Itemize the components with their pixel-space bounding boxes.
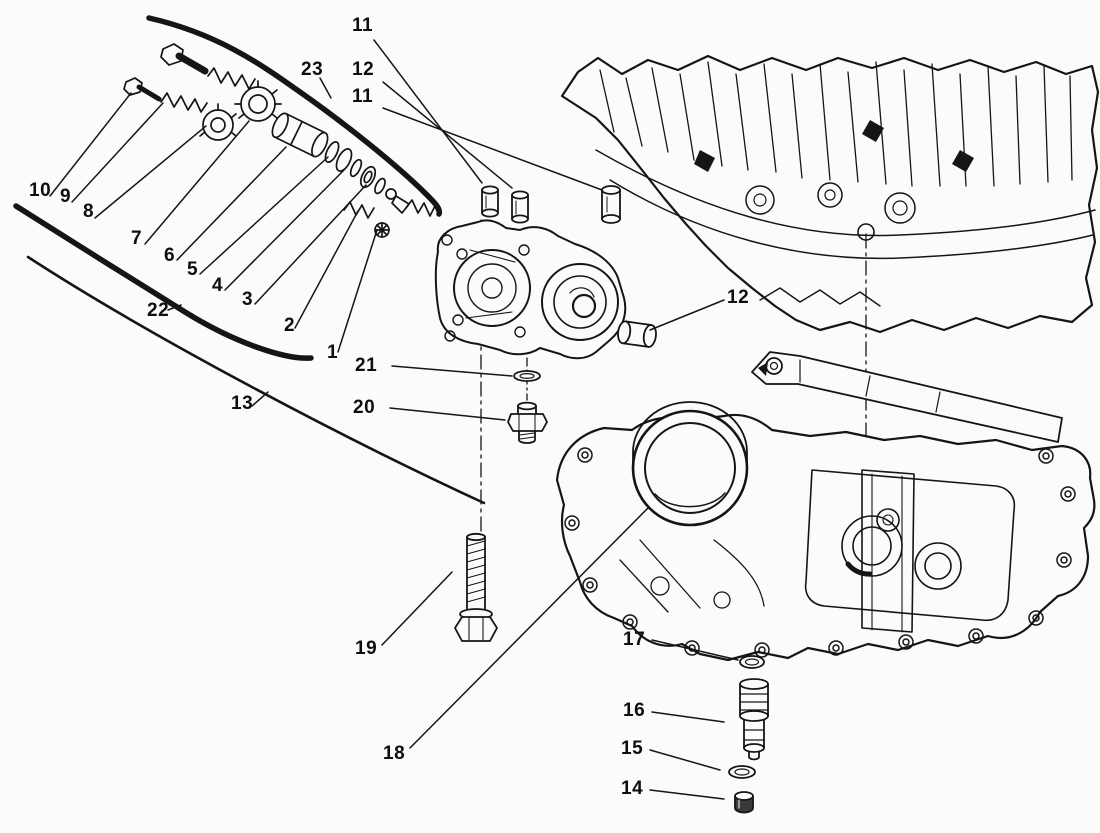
leader-10 (49, 92, 132, 197)
callout-3: 3 (242, 289, 254, 310)
leader-2 (294, 210, 359, 329)
pump-bore (571, 293, 597, 319)
callout-21: 21 (355, 355, 378, 376)
upper-case (560, 54, 1100, 334)
bushings-top (481, 185, 621, 224)
callout-6: 6 (164, 245, 176, 266)
leader-lines (49, 39, 739, 800)
leader-17 (651, 639, 739, 661)
leader-21 (391, 365, 513, 377)
callout-13: 13 (231, 393, 254, 414)
leader-1 (337, 229, 378, 353)
callout-10: 10 (29, 180, 52, 201)
leader-8 (94, 125, 207, 219)
o-ring-15 (728, 765, 756, 779)
valve-piston (271, 112, 329, 158)
callout-14: 14 (621, 778, 644, 799)
pump-rotor (453, 249, 531, 327)
bolt-head-small (123, 77, 143, 96)
case-arm (751, 351, 1063, 443)
bushing (481, 185, 499, 218)
regulator-valve-16 (739, 678, 769, 761)
regulator-stack (728, 655, 769, 814)
leader-16 (651, 711, 725, 723)
callout-9: 9 (60, 186, 72, 207)
cover-ribs (619, 539, 765, 613)
dowel-boss (857, 223, 875, 241)
oil-pump-assembly (434, 219, 657, 360)
washer (349, 158, 363, 178)
callout-4: 4 (212, 275, 224, 296)
splined-cap (240, 86, 276, 122)
callout-15: 15 (621, 738, 644, 759)
check-ball (385, 188, 397, 200)
bolt-holes (564, 447, 1076, 658)
spring (405, 199, 440, 217)
leader-12-top (382, 81, 513, 189)
callout-11-top: 11 (352, 15, 374, 36)
case-bolt-19 (454, 532, 498, 642)
retainer-disc (202, 109, 234, 141)
callout-20: 20 (353, 397, 376, 418)
callout-8: 8 (83, 201, 95, 222)
callout-12-top: 12 (352, 59, 375, 80)
leader-9 (71, 102, 164, 203)
long-rod-upper (146, 15, 443, 217)
leader-14 (649, 789, 725, 800)
leader-11-second (382, 107, 603, 191)
cooling-fins (599, 61, 1073, 187)
pump-boss (541, 263, 619, 341)
leader-3 (254, 184, 367, 305)
leader-4 (224, 169, 345, 291)
callout-2: 2 (284, 315, 296, 336)
o-ring-17 (739, 655, 765, 669)
washer-small (374, 177, 386, 195)
leader-20 (389, 407, 506, 421)
leader-15 (649, 749, 721, 771)
leader-5 (199, 156, 329, 275)
valve-cone (391, 195, 410, 214)
washer (335, 148, 353, 172)
callout-12-right: 12 (727, 287, 750, 308)
long-rod-bottom (26, 255, 486, 505)
case-cover (555, 401, 1096, 662)
leader-6 (176, 146, 287, 261)
pressure-plug-20 (507, 401, 548, 444)
spring (207, 67, 256, 90)
long-rod-lower (13, 203, 314, 361)
spring (160, 92, 208, 113)
leader-7 (144, 120, 250, 245)
callout-22: 22 (147, 300, 170, 321)
bushing (511, 190, 529, 224)
leader-23 (319, 77, 332, 99)
leader-18 (409, 507, 649, 749)
leader-19 (381, 571, 453, 646)
callout-1: 1 (327, 342, 339, 363)
leader-11-top (373, 39, 483, 184)
callout-11-second: 11 (352, 86, 374, 107)
pickup-tower (861, 469, 915, 633)
callout-5: 5 (187, 259, 199, 280)
callout-19: 19 (355, 638, 378, 659)
callout-16: 16 (623, 700, 646, 721)
bushing (601, 185, 621, 224)
leader-13 (251, 391, 269, 407)
pump-bushing (617, 320, 657, 348)
callout-18: 18 (383, 743, 406, 764)
leader-12-right (649, 299, 725, 331)
valve-train-parts (123, 43, 440, 238)
bore-collar (631, 401, 749, 527)
callout-17: 17 (623, 629, 646, 650)
callout-7: 7 (131, 228, 143, 249)
spring-cup-14 (734, 791, 754, 814)
leader-22 (167, 304, 182, 311)
seal-washer-21 (513, 370, 541, 382)
callout-23: 23 (301, 59, 324, 80)
